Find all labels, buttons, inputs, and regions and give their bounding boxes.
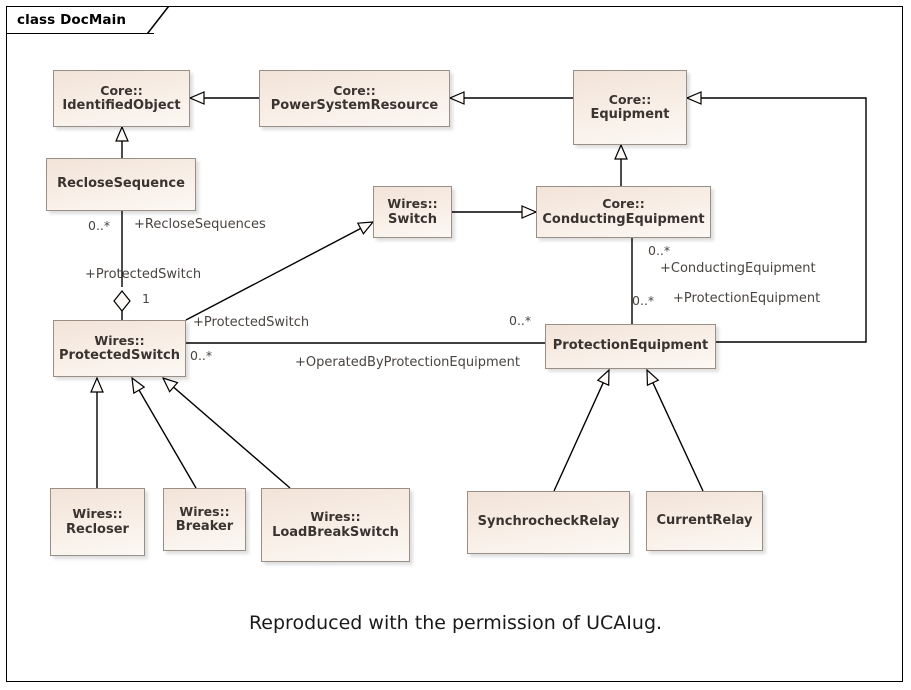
class-box-switch[interactable]: Wires:: Switch (373, 186, 452, 238)
class-namespace: Core:: (333, 82, 376, 98)
class-namespace: Wires:: (310, 509, 361, 525)
class-box-identifiedobject[interactable]: Core:: IdentifiedObject (53, 70, 190, 127)
diagram-title-text: class DocMain (17, 12, 127, 28)
diagram-title-tab: class DocMain (6, 6, 154, 34)
class-name: Equipment (590, 107, 670, 123)
class-box-currentrelay[interactable]: CurrentRelay (646, 491, 763, 551)
edge-label-protectionequipment-role: +ProtectionEquipment (673, 291, 821, 306)
class-namespace: Wires:: (72, 506, 123, 522)
class-box-equipment[interactable]: Core:: Equipment (573, 70, 687, 145)
class-box-synchrocheckrelay[interactable]: SynchrocheckRelay (467, 491, 630, 554)
class-box-powersystemresource[interactable]: Core:: PowerSystemResource (259, 70, 450, 127)
class-box-recloser[interactable]: Wires:: Recloser (50, 488, 145, 556)
edge-label-protectionequipment-multiplicity-left: 0..* (509, 313, 532, 328)
class-namespace: Wires:: (179, 503, 230, 519)
class-box-protectionequipment[interactable]: ProtectionEquipment (545, 324, 716, 369)
edge-label-protectedswitch-role: +ProtectedSwitch (193, 315, 310, 330)
class-name: ProtectedSwitch (59, 348, 180, 364)
edge-label-conducting-role: +ConductingEquipment (660, 261, 816, 276)
class-name: LoadBreakSwitch (272, 524, 399, 540)
edge-label-reclose-multiplicity: 0..* (88, 218, 111, 233)
class-namespace: Wires:: (94, 332, 145, 348)
edge-label-protectedswitch-aggregation-role: +ProtectedSwitch (85, 267, 202, 282)
class-name: PowerSystemResource (270, 98, 439, 114)
class-namespace: Core:: (608, 91, 652, 107)
class-namespace: Wires:: (387, 196, 438, 212)
edge-label-conducting-multiplicity: 0..* (648, 243, 671, 258)
class-name: SynchrocheckRelay (477, 514, 620, 530)
edge-label-protectedswitch-multiplicity: 0..* (190, 348, 213, 363)
class-name: CurrentRelay (656, 512, 753, 528)
edge-label-operatedby-role: +OperatedByProtectionEquipment (295, 355, 520, 370)
class-name: ConductingEquipment (542, 211, 705, 227)
class-namespace: Core:: (602, 196, 645, 212)
class-name: RecloseSequence (57, 176, 185, 192)
edge-label-reclose-role: +RecloseSequences (134, 217, 266, 232)
edge-label-protectedswitch-multiplicity-one: 1 (142, 291, 150, 306)
class-name: Switch (387, 211, 437, 227)
class-namespace: Core:: (100, 82, 143, 98)
edge-label-protectionequipment-multiplicity: 0..* (632, 293, 655, 308)
diagram-caption: Reproduced with the permission of UCAIug… (248, 612, 663, 634)
class-name: Breaker (175, 519, 234, 535)
class-box-breaker[interactable]: Wires:: Breaker (163, 488, 246, 551)
class-name: IdentifiedObject (62, 98, 181, 114)
class-box-protectedswitch[interactable]: Wires:: ProtectedSwitch (53, 320, 186, 377)
class-name: ProtectionEquipment (552, 338, 709, 354)
class-box-loadbreakswitch[interactable]: Wires:: LoadBreakSwitch (261, 488, 410, 562)
diagram-title-tab-corner-icon (147, 6, 169, 34)
class-name: Recloser (66, 521, 129, 537)
class-box-reclosesequence[interactable]: RecloseSequence (46, 158, 196, 211)
class-box-conductingequipment[interactable]: Core:: ConductingEquipment (536, 186, 711, 238)
